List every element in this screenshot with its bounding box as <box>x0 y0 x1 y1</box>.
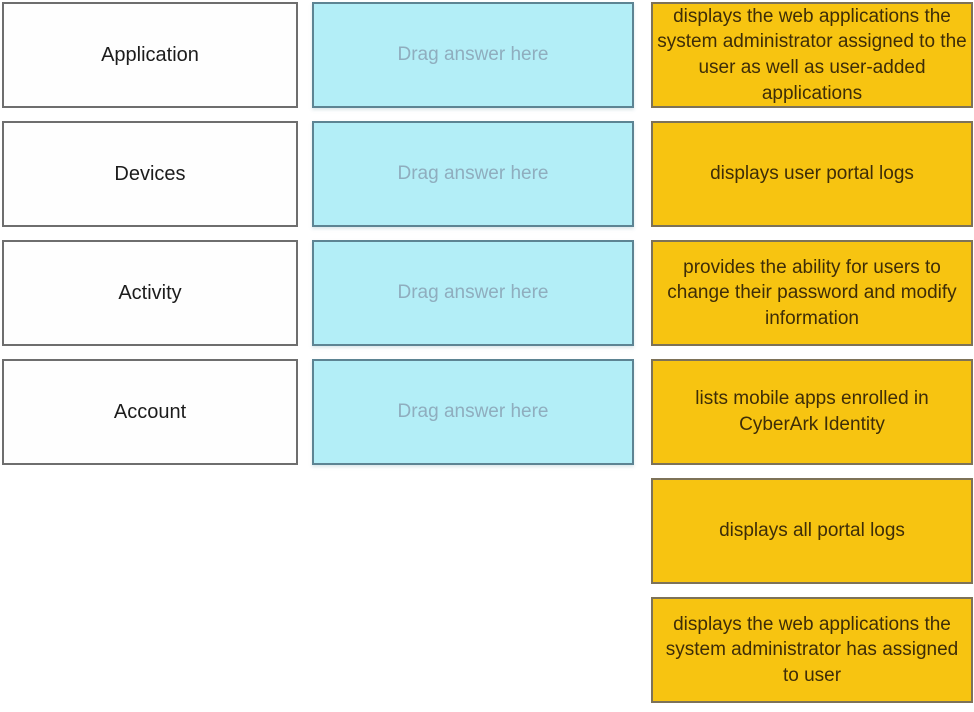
answer-card-3[interactable]: provides the ability for users to change… <box>651 240 973 346</box>
drop-zone-application[interactable]: Drag answer here <box>312 2 634 108</box>
term-label: Activity <box>118 281 182 304</box>
answer-card-1[interactable]: displays the web applications the system… <box>651 2 973 108</box>
term-devices[interactable]: Devices <box>2 121 298 227</box>
answers-column: displays the web applications the system… <box>651 2 973 712</box>
drop-placeholder: Drag answer here <box>397 44 549 65</box>
term-label: Application <box>101 43 199 66</box>
drop-zone-devices[interactable]: Drag answer here <box>312 121 634 227</box>
answer-text: lists mobile apps enrolled in CyberArk I… <box>695 388 929 435</box>
term-activity[interactable]: Activity <box>2 240 298 346</box>
drop-zones-column: Drag answer here Drag answer here Drag a… <box>312 2 634 478</box>
answer-card-5[interactable]: displays all portal logs <box>651 478 973 584</box>
answer-card-2[interactable]: displays user portal logs <box>651 121 973 227</box>
drop-placeholder: Drag answer here <box>397 163 549 184</box>
drop-zone-activity[interactable]: Drag answer here <box>312 240 634 346</box>
term-account[interactable]: Account <box>2 359 298 465</box>
answer-card-4[interactable]: lists mobile apps enrolled in CyberArk I… <box>651 359 973 465</box>
answer-text: displays the web applications the system… <box>665 613 959 686</box>
answer-text: displays user portal logs <box>710 163 914 185</box>
answer-card-6[interactable]: displays the web applications the system… <box>651 597 973 703</box>
term-label: Account <box>113 400 187 423</box>
answer-text: displays the web applications the system… <box>657 5 967 104</box>
answer-text: provides the ability for users to change… <box>667 256 957 329</box>
drop-zone-account[interactable]: Drag answer here <box>312 359 634 465</box>
drop-placeholder: Drag answer here <box>397 401 549 422</box>
drop-placeholder: Drag answer here <box>397 282 549 303</box>
term-application[interactable]: Application <box>2 2 298 108</box>
answer-text: displays all portal logs <box>719 520 905 542</box>
terms-column: Application Devices Activity Account <box>2 2 298 478</box>
term-label: Devices <box>114 162 186 185</box>
